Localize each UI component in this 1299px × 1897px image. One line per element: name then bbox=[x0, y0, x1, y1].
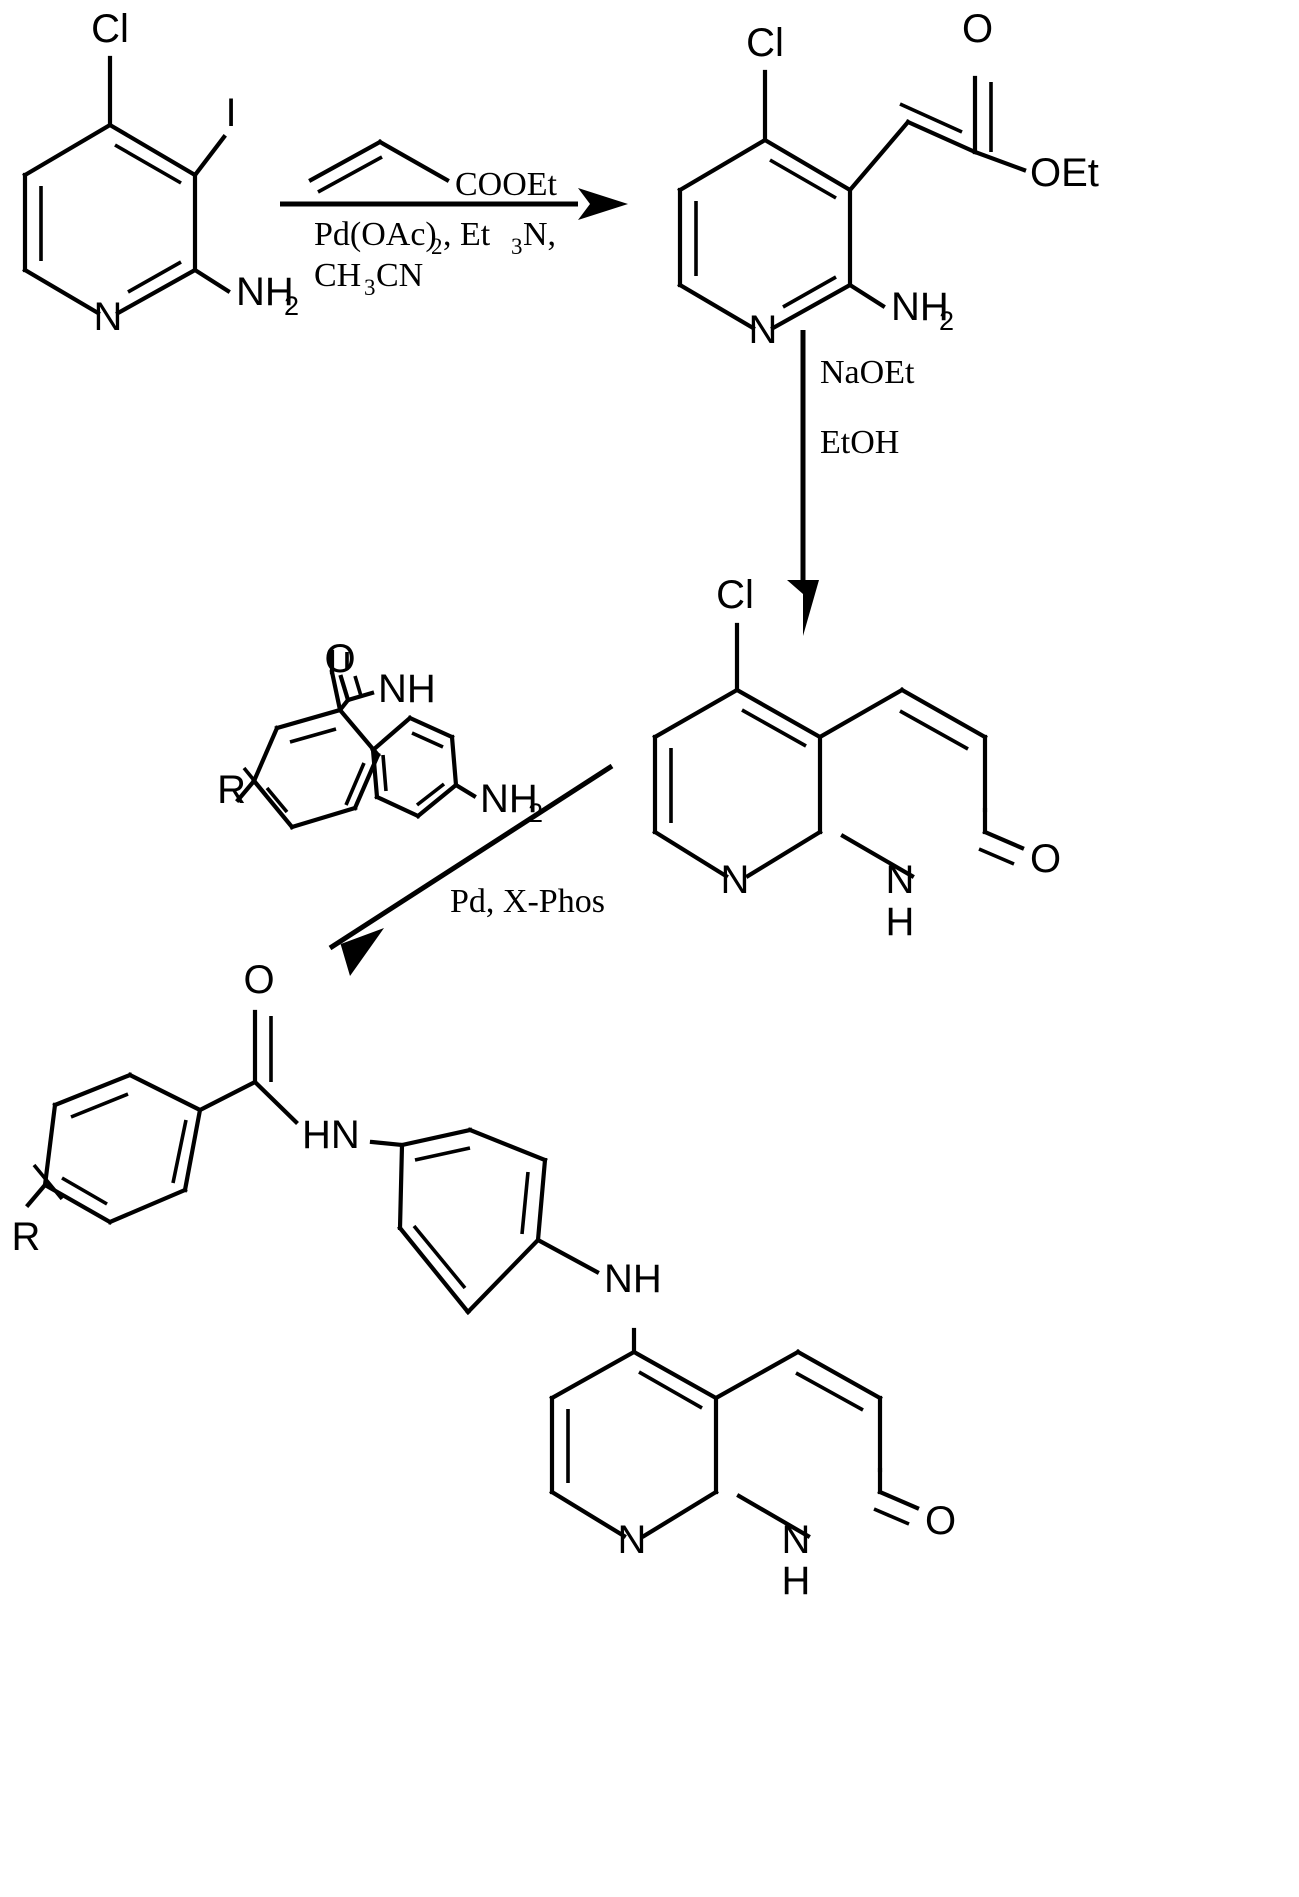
atom-label-o-amide-product: O bbox=[243, 958, 274, 1002]
condition-line1-pdoac: Pd(OAc) bbox=[314, 216, 437, 253]
step-2-reaction-arrow-group: NaOEt EtOH bbox=[787, 330, 915, 636]
atom-label-h-lactam-mol4: H bbox=[886, 900, 915, 944]
molecule-3-aniline-ring: NH 2 bbox=[373, 718, 543, 828]
atom-label-nh-link-product: NH bbox=[604, 1257, 662, 1301]
condition-naoet: NaOEt bbox=[820, 354, 915, 391]
atom-label-n-lactam-product: N bbox=[782, 1518, 811, 1562]
condition-pd-xphos: Pd, X-Phos bbox=[450, 883, 605, 920]
molecule-5-final-product: R O HN NH N bbox=[12, 958, 957, 1603]
atom-label-n-pyridine-mol4: N bbox=[721, 858, 750, 902]
atom-label-cl-mol4: Cl bbox=[716, 573, 754, 617]
atom-label-o-lactam-mol4: O bbox=[1030, 837, 1061, 881]
molecule-4-chloronaphthyridinone: N Cl N H O bbox=[655, 573, 1061, 944]
atom-label-n-pyridine-product: N bbox=[618, 1518, 647, 1562]
condition-line1-n: N, bbox=[523, 216, 556, 253]
condition-line1-subscript3: 3 bbox=[511, 234, 523, 259]
step-1-reaction-arrow-group: COOEt Pd(OAc) 2 , Et 3 N, CH 3 CN bbox=[280, 142, 628, 300]
condition-line2-ch: CH bbox=[314, 257, 361, 294]
arrow-head-step3 bbox=[330, 928, 384, 976]
atom-label-o-amide-reagent: O bbox=[324, 637, 355, 681]
condition-line2-subscript3: 3 bbox=[364, 275, 376, 300]
molecule-1-chloroiodopyridinamine: Cl I N NH 2 bbox=[25, 7, 299, 339]
step-3-reaction-arrow-group: Pd, X-Phos bbox=[330, 766, 612, 976]
atom-label-cl-mol2: Cl bbox=[746, 21, 784, 65]
atom-label-n-ring-mol2: N bbox=[749, 308, 778, 352]
atom-label-n-lactam-mol4: N bbox=[886, 858, 915, 902]
condition-etoh: EtOH bbox=[820, 424, 899, 461]
atom-label-i: I bbox=[225, 91, 236, 135]
condition-line1-subscript2: 2 bbox=[431, 234, 443, 259]
atom-label-nh-amide-reagent: NH bbox=[378, 667, 436, 711]
atom-label-h-lactam-product: H bbox=[782, 1559, 811, 1603]
atom-label-n-ring: N bbox=[94, 295, 123, 339]
arrow-head-step1 bbox=[578, 188, 628, 220]
atom-label-nh2-subscript: 2 bbox=[284, 291, 299, 321]
atom-label-r-reagent: R bbox=[217, 768, 246, 812]
arrow-head-step2 bbox=[787, 580, 819, 636]
molecule-2-acrylate-aminopyridine: Cl O OEt N NH 2 bbox=[680, 7, 1099, 352]
condition-line1-et: , Et bbox=[443, 216, 491, 253]
atom-label-o-carbonyl-mol2: O bbox=[962, 7, 993, 51]
atom-label-oet-mol2: OEt bbox=[1030, 151, 1099, 195]
atom-label-nh2-subscript-mol2: 2 bbox=[939, 306, 954, 336]
atom-label-cl: Cl bbox=[91, 7, 129, 51]
atom-label-o-lactam-product: O bbox=[925, 1499, 956, 1543]
atom-label-hn-amide-product: HN bbox=[302, 1113, 360, 1157]
atom-label-r-product: R bbox=[12, 1215, 41, 1259]
reagent-label-cooet: COOEt bbox=[455, 166, 558, 203]
condition-line2-cn: CN bbox=[376, 257, 423, 294]
molecule-3-amide-group: O NH bbox=[324, 637, 435, 711]
